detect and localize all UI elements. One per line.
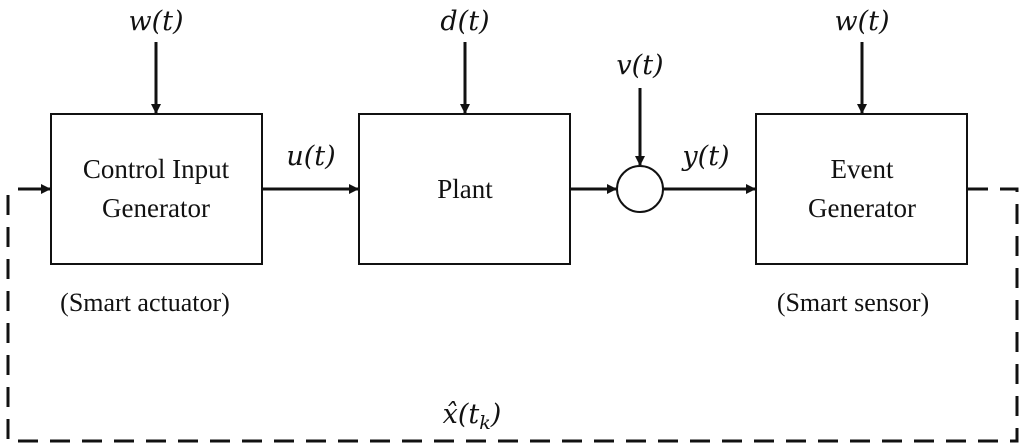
w-right-label: w(t) (834, 6, 889, 37)
x-hat-tk-close: ) (490, 399, 502, 430)
event-generator-label-line1: Event (831, 154, 894, 184)
w-left-label: w(t) (128, 6, 183, 37)
control-input-generator-label-line1: Control Input (83, 154, 230, 184)
summing-junction (616, 165, 664, 213)
event-generator-label-line2: Generator (808, 193, 916, 223)
d-label: d(t) (440, 6, 489, 37)
v-label: v(t) (616, 50, 663, 81)
x-hat-tk-subscript: k (479, 412, 491, 434)
smart-actuator-caption: (Smart actuator) (60, 288, 230, 317)
smart-sensor-caption: (Smart sensor) (777, 288, 929, 317)
control-input-generator-label-line2: Generator (102, 193, 210, 223)
feedback-dashed-line (6, 187, 1019, 443)
x-hat-tk-main: x̂(t (443, 399, 480, 430)
x-hat-tk-label: x̂(tk) (443, 399, 502, 434)
y-label: y(t) (681, 141, 729, 172)
u-label: u(t) (286, 141, 335, 172)
plant-label: Plant (437, 174, 493, 204)
control-input-generator-block (50, 113, 263, 265)
event-generator-block (755, 113, 968, 265)
plant-block (358, 113, 571, 265)
